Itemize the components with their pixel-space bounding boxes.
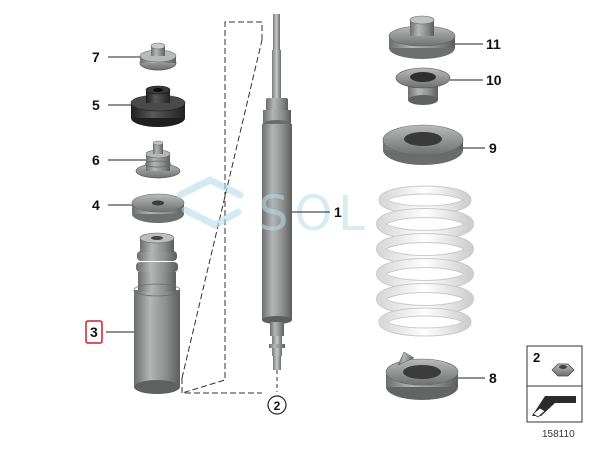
callout-2-circled: 2 [267,395,287,415]
part-1-shock-absorber [262,14,292,392]
part-3-dust-boot [133,232,181,394]
part-11-upper-spring-seat [388,15,456,59]
assembly-bracket [181,21,263,394]
callout-5: 5 [92,97,100,113]
part-4-washer-cup [131,193,185,223]
inset-view-arrow [526,385,583,423]
inset-part-2: 2 [526,345,583,387]
inset-part-number: 2 [533,350,540,365]
callout-3-highlighted: 3 [85,320,103,344]
watermark: SOL [176,176,371,242]
part-5-rubber-mount [130,85,186,127]
callout-1: 1 [334,204,342,220]
callout-2: 2 [274,399,281,413]
callout-4: 4 [92,197,100,213]
callout-8: 8 [489,370,497,386]
part-9-spring-seat [382,124,464,165]
part-6-bump-stop-cap [135,140,181,179]
part-7-top-nut [139,42,177,71]
watermark-text: SOL [258,186,371,242]
nut-icon [551,363,575,377]
callout-9: 9 [489,140,497,156]
callout-3: 3 [90,324,98,340]
diagram-id: 158110 [542,429,575,440]
leader-lines [106,43,485,379]
callout-11: 11 [486,36,501,52]
callout-7: 7 [92,49,100,65]
part-8-lower-spring-pad [385,351,459,400]
part-10-isolator-ring [395,67,451,105]
callout-6: 6 [92,152,100,168]
callout-10: 10 [486,72,502,88]
highlight-box [85,320,103,344]
coil-spring [376,185,474,337]
